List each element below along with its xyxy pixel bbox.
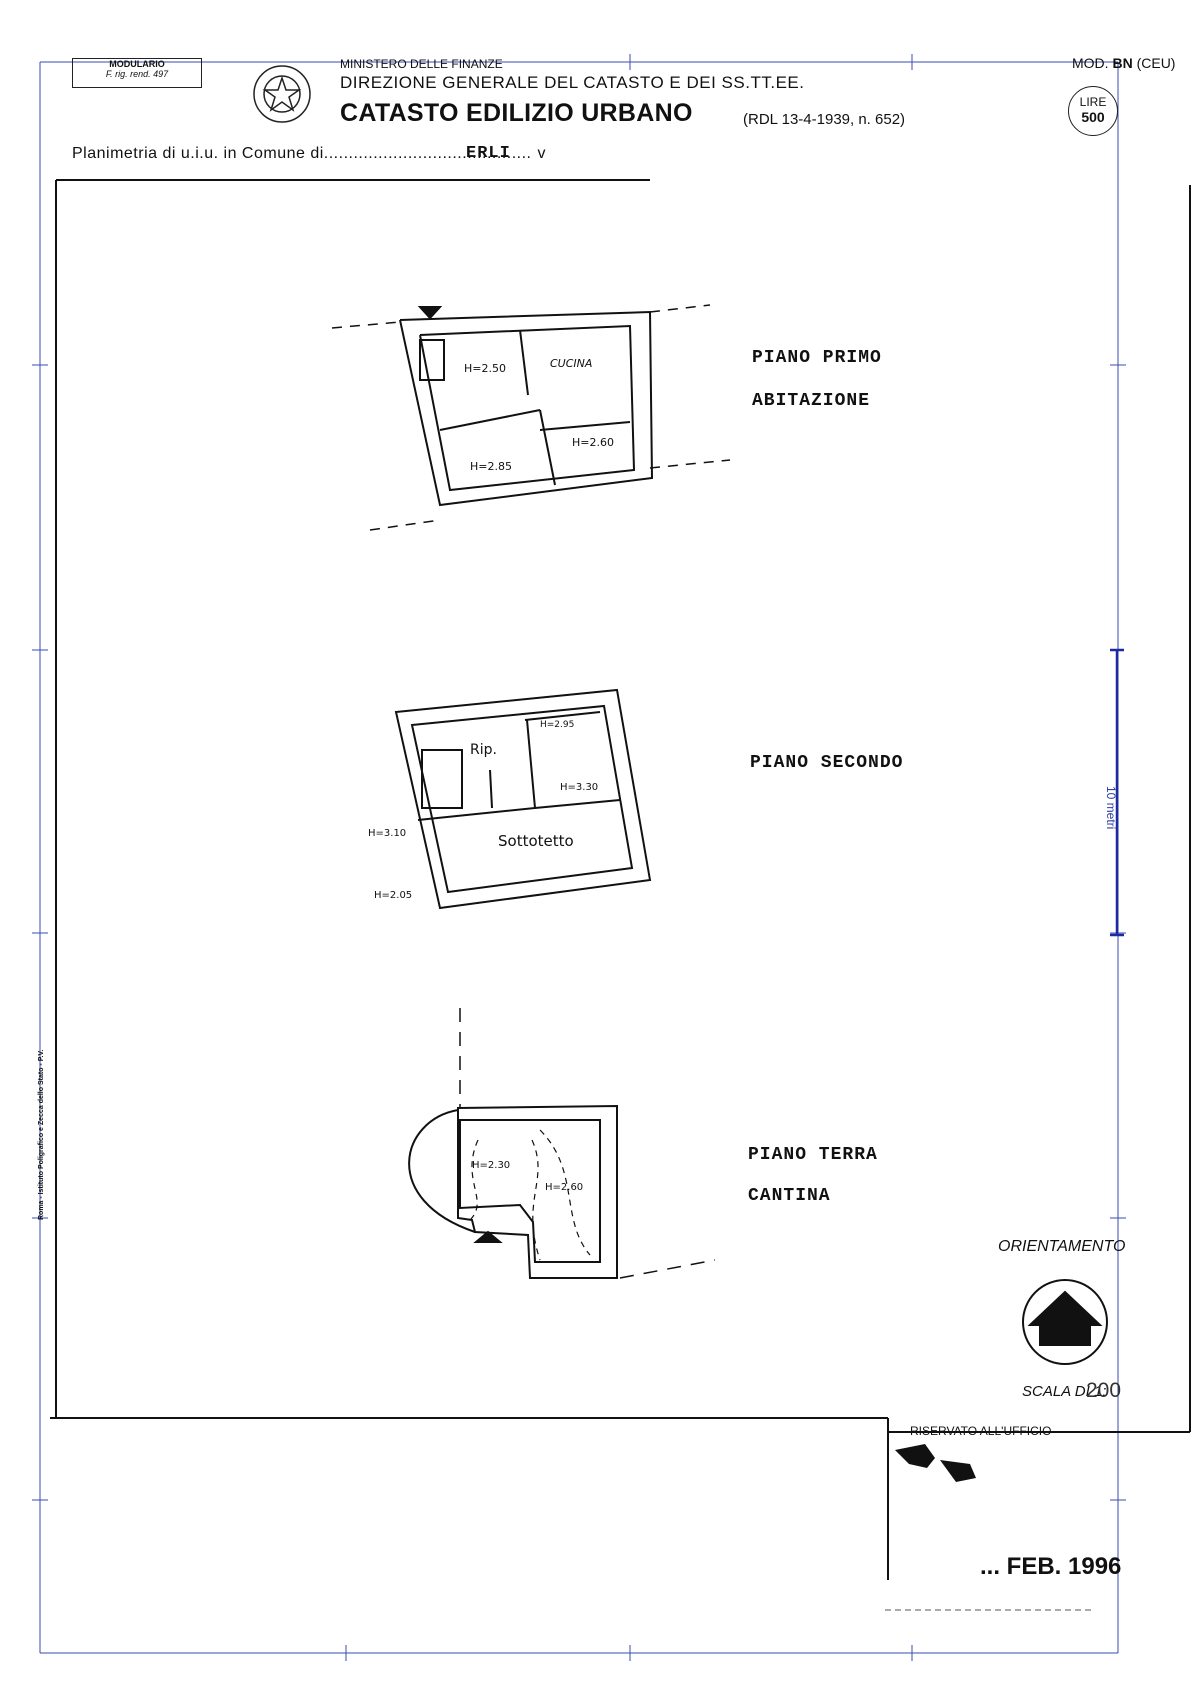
printer-side-note: Roma - Istituto Poligrafico e Zecca dell…	[38, 1049, 45, 1220]
plan-label: Planimetria di u.i.u. in Comune di	[72, 145, 324, 162]
floor-use-primo: ABITAZIONE	[752, 391, 871, 411]
room-height-label: H=2.60	[572, 436, 614, 449]
form-label: MODULARIO	[109, 59, 165, 69]
plan-description: Planimetria di u.i.u. in Comune di......…	[72, 145, 546, 163]
office-date-stamp: ... FEB. 1996	[980, 1553, 1122, 1580]
office-reserved-label: RISERVATO ALL'UFFICIO	[910, 1424, 1052, 1438]
ministry-name: MINISTERO DELLE FINANZE	[340, 57, 503, 71]
scale-value: 200	[1086, 1379, 1122, 1402]
floor-label-primo: PIANO PRIMO	[752, 348, 882, 368]
price-stamp: LIRE 500	[1068, 86, 1118, 136]
comune-name: ERLI	[466, 144, 511, 163]
plan-dots: ........................................…	[323, 145, 532, 162]
model-prefix: MOD.	[1072, 55, 1109, 71]
floor-label-terra: PIANO TERRA	[748, 1145, 878, 1165]
plan-piano-secondo	[394, 688, 652, 910]
price-label: LIRE	[1079, 95, 1107, 109]
price-value: 500	[1081, 109, 1105, 125]
plan-piano-primo	[331, 304, 731, 531]
model-suffix: (CEU)	[1136, 55, 1176, 71]
room-name-ripostiglio: Rip.	[470, 742, 497, 758]
room-name-cucina: CUCINA	[550, 357, 593, 370]
room-height-label: H=2.30	[472, 1160, 511, 1171]
orientation-symbol	[1022, 1279, 1108, 1365]
scale-bar-label: 10 metri	[1104, 786, 1118, 830]
model-code: MOD. BN (CEU)	[1072, 55, 1175, 71]
room-height-label: H=2.85	[470, 460, 512, 473]
room-height-label: H=2.50	[464, 362, 506, 375]
office-stamp-marks	[895, 1444, 976, 1482]
room-height-label: H=2.05	[374, 890, 413, 901]
plan-trailing: v	[537, 145, 546, 162]
floor-label-secondo: PIANO SECONDO	[750, 753, 904, 773]
plan-piano-terra	[408, 1008, 716, 1279]
room-height-label: H=2.60	[545, 1182, 584, 1193]
document-title: CATASTO EDILIZIO URBANO	[340, 99, 693, 127]
room-height-label: H=3.30	[560, 782, 599, 793]
model-code-value: BN	[1112, 55, 1133, 71]
room-name-sottotetto: Sottotetto	[498, 832, 574, 850]
scale-prefix: SCALA DI 1:	[1022, 1383, 1107, 1400]
floor-use-terra: CANTINA	[748, 1186, 831, 1206]
room-height-label: H=3.10	[368, 828, 407, 839]
directorate-name: DIREZIONE GENERALE DEL CATASTO E DEI SS.…	[340, 73, 805, 92]
form-code-box: MODULARIO F. rig. rend. 497	[72, 58, 202, 88]
orientation-label: ORIENTAMENTO	[998, 1238, 1126, 1255]
room-height-label: H=2.95	[540, 720, 575, 730]
form-reference: F. rig. rend. 497	[105, 69, 169, 79]
law-reference: (RDL 13-4-1939, n. 652)	[743, 111, 906, 128]
